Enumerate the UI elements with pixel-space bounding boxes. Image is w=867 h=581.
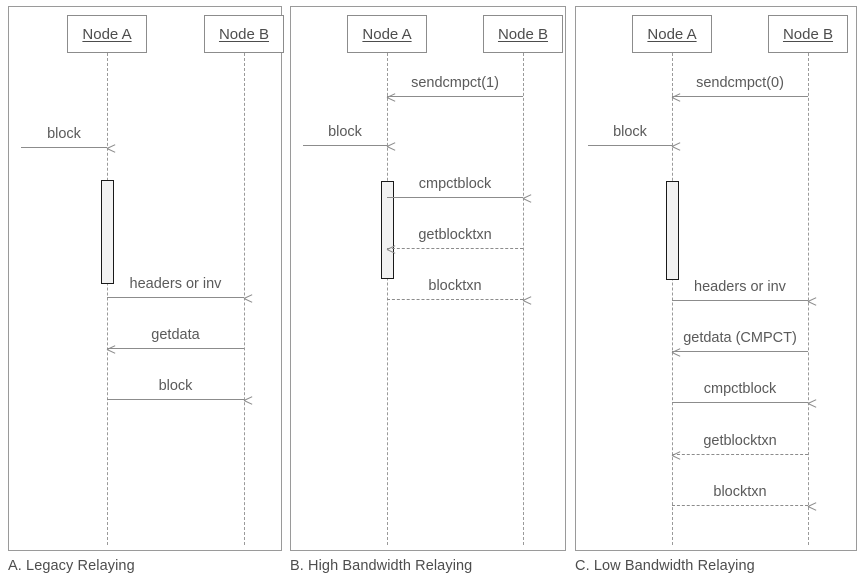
actor-label-node-a: Node A xyxy=(647,25,697,43)
actor-label-node-a: Node A xyxy=(82,25,132,43)
message-label: sendcmpct(0) xyxy=(696,75,784,91)
message-c-0: sendcmpct(0) xyxy=(672,69,808,103)
message-label: getblocktxn xyxy=(418,227,492,243)
lifeline-node-a xyxy=(672,53,673,545)
message-c-4: cmpctblock xyxy=(672,375,808,409)
message-b-0: sendcmpct(1) xyxy=(387,69,523,103)
message-a-2: getdata xyxy=(107,321,244,355)
message-label: sendcmpct(1) xyxy=(411,75,499,91)
message-line xyxy=(303,145,387,146)
panel-caption-b: B. High Bandwidth Relaying xyxy=(290,558,473,574)
diagram-panel-b: Node A Node B sendcmpct(1) block cmpctblock g… xyxy=(290,6,566,551)
message-line xyxy=(107,348,244,349)
actor-box-node-b: Node B xyxy=(768,15,848,53)
message-c-6: blocktxn xyxy=(672,478,808,512)
message-b-4: blocktxn xyxy=(387,272,523,306)
message-line xyxy=(588,145,672,146)
message-c-3: getdata (CMPCT) xyxy=(672,324,808,358)
activation-bar-node-a xyxy=(666,181,679,280)
message-c-1: block xyxy=(588,118,672,152)
message-b-3: getblocktxn xyxy=(387,221,523,255)
actor-box-node-a: Node A xyxy=(67,15,147,53)
message-label: blocktxn xyxy=(428,278,482,294)
actor-label-node-b: Node B xyxy=(218,25,270,43)
lifeline-node-b xyxy=(808,53,809,545)
message-b-1: block xyxy=(303,118,387,152)
message-label: getdata (CMPCT) xyxy=(683,330,797,346)
message-label: getdata xyxy=(151,327,200,343)
message-label: getblocktxn xyxy=(703,433,777,449)
message-label: cmpctblock xyxy=(418,176,492,192)
message-line xyxy=(672,402,808,403)
activation-bar-node-a xyxy=(101,180,114,284)
actor-label-node-b: Node B xyxy=(782,25,834,43)
actor-box-node-b: Node B xyxy=(483,15,563,53)
activation-bar-node-a xyxy=(381,181,394,279)
message-line xyxy=(672,505,808,506)
message-label: block xyxy=(158,378,193,394)
panel-caption-a: A. Legacy Relaying xyxy=(8,558,135,574)
message-label: blocktxn xyxy=(713,484,767,500)
message-line xyxy=(387,299,523,300)
actor-box-node-a: Node A xyxy=(347,15,427,53)
actor-label-node-a: Node A xyxy=(362,25,412,43)
message-a-0: block xyxy=(21,120,107,154)
message-line xyxy=(672,300,808,301)
message-b-2: cmpctblock xyxy=(387,170,523,204)
message-label: headers or inv xyxy=(694,279,786,295)
message-line xyxy=(672,96,808,97)
message-label: block xyxy=(613,124,647,140)
lifeline-node-a xyxy=(107,53,108,545)
actor-box-node-b: Node B xyxy=(204,15,284,53)
message-a-1: headers or inv xyxy=(107,270,244,304)
message-line xyxy=(387,197,523,198)
message-label: cmpctblock xyxy=(703,381,777,397)
message-c-2: headers or inv xyxy=(672,273,808,307)
diagram-panel-c: Node A Node B sendcmpct(0) block headers or … xyxy=(575,6,857,551)
message-a-3: block xyxy=(107,372,244,406)
message-c-5: getblocktxn xyxy=(672,427,808,461)
message-line xyxy=(672,351,808,352)
diagram-panel-a: Node A Node B block headers or inv getdata bl… xyxy=(8,6,284,551)
message-line xyxy=(387,96,523,97)
message-label: block xyxy=(328,124,362,140)
message-line xyxy=(21,147,107,148)
actor-label-node-b: Node B xyxy=(497,25,549,43)
panel-caption-c: C. Low Bandwidth Relaying xyxy=(575,558,755,574)
message-line xyxy=(387,248,523,249)
message-line xyxy=(107,399,244,400)
actor-box-node-a: Node A xyxy=(632,15,712,53)
message-label: block xyxy=(47,126,81,142)
message-label: headers or inv xyxy=(129,276,222,292)
message-line xyxy=(107,297,244,298)
message-line xyxy=(672,454,808,455)
